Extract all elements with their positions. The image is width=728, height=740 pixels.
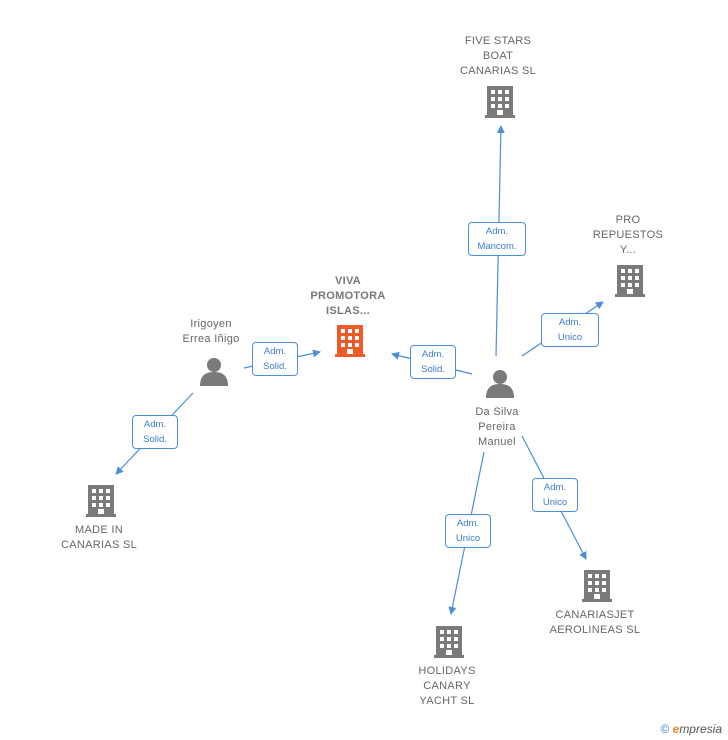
- person-icon: [200, 358, 228, 386]
- copyright-icon: ©: [660, 722, 670, 736]
- edge-label-fivestars: Adm. Mancom.: [468, 222, 526, 256]
- edge-label-madein: Adm. Solid.: [132, 415, 178, 449]
- node-label-canariasjet[interactable]: CANARIASJET AEROLINEAS SL: [549, 609, 641, 636]
- brand-logo-e: e: [672, 722, 680, 736]
- node-label-holidays[interactable]: HOLIDAYS CANARY YACHT SL: [418, 665, 476, 707]
- building-icon: [434, 626, 464, 658]
- building-icon: [615, 265, 645, 297]
- node-label-madein[interactable]: MADE IN CANARIAS SL: [60, 524, 138, 551]
- building-icon: [582, 570, 612, 602]
- edge-label-holidays: Adm. Unico: [445, 514, 491, 548]
- building-icon-main: [335, 325, 365, 357]
- person-icon: [486, 370, 514, 398]
- edge-label-irigoyen-viva: Adm. Solid.: [252, 342, 298, 376]
- node-label-fivestars[interactable]: FIVE STARS BOAT CANARIAS SL: [459, 35, 537, 77]
- edge-label-canariasjet: Adm. Unico: [532, 478, 578, 512]
- footer-brand: © empresia: [660, 722, 722, 736]
- brand-logo-text: mpresia: [679, 722, 722, 736]
- edge-label-dasilva-viva: Adm. Solid.: [410, 345, 456, 379]
- node-label-irigoyen[interactable]: Irigoyen Errea Iñigo: [182, 318, 240, 345]
- node-label-prorepuestos[interactable]: PRO REPUESTOS Y...: [592, 214, 664, 256]
- building-icon: [485, 86, 515, 118]
- node-label-dasilva[interactable]: Da Silva Pereira Manuel: [475, 406, 519, 448]
- node-label-viva[interactable]: VIVA PROMOTORA ISLAS...: [310, 275, 386, 317]
- edge-label-prorepuestos: Adm. Unico: [541, 313, 599, 347]
- building-icon: [86, 485, 116, 517]
